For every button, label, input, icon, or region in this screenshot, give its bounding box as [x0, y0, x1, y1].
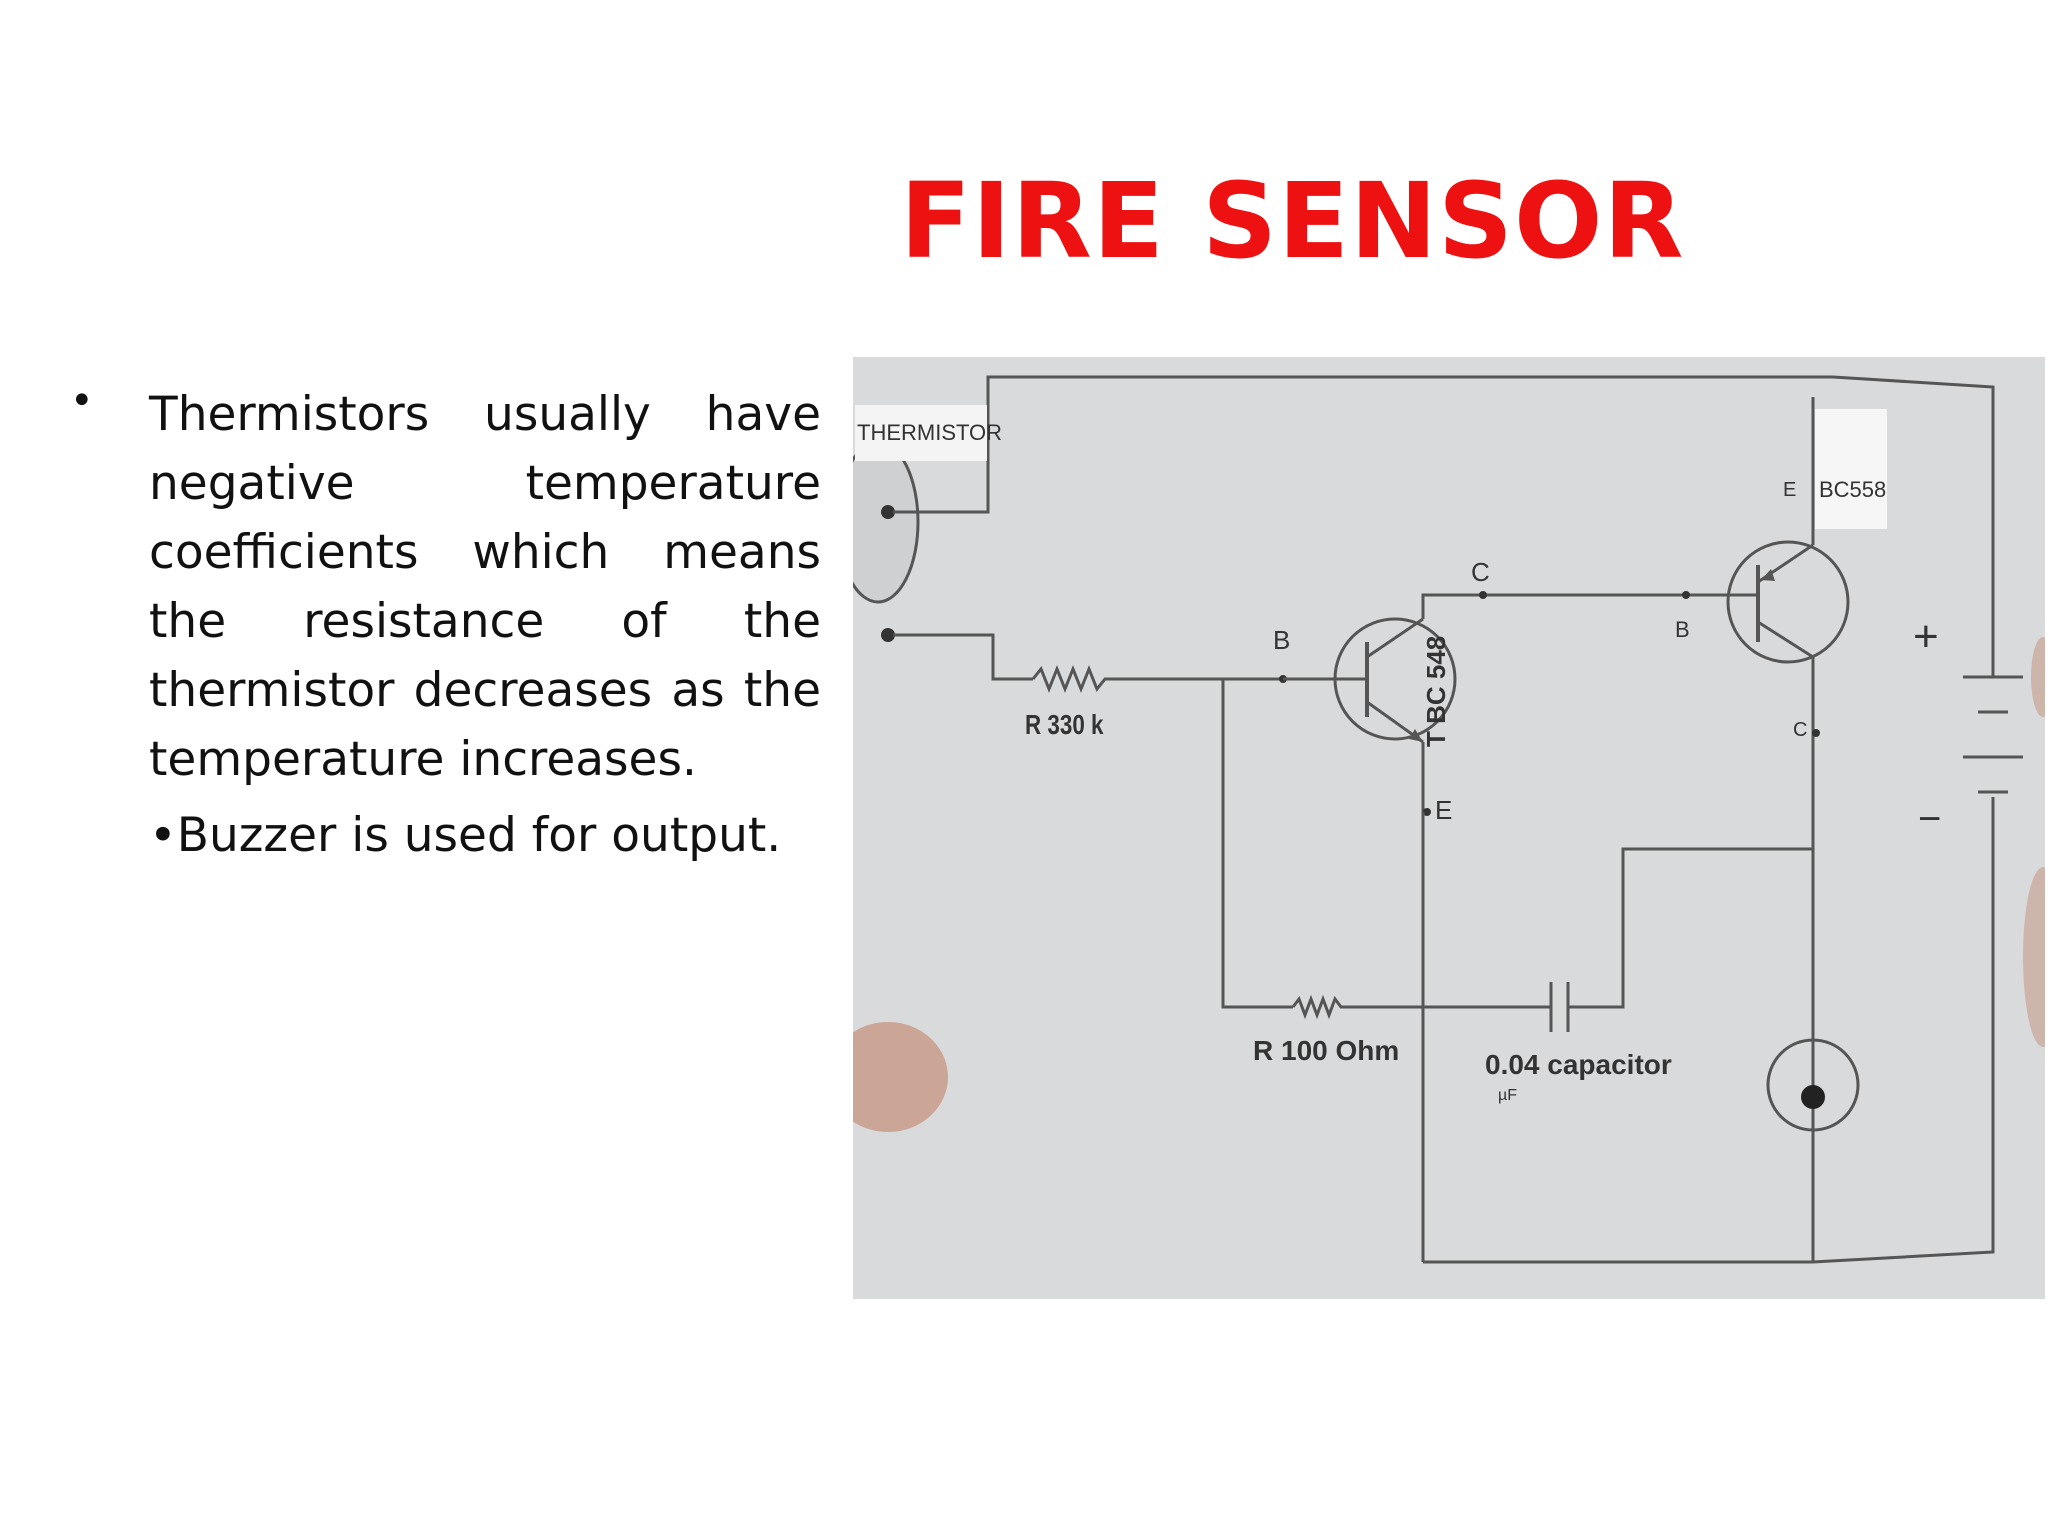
bullet-text-thermistors: Thermistors usually have negative temper…: [149, 387, 821, 787]
base-2-label: B: [1675, 617, 1690, 642]
circuit-diagram: THERMISTOR BC558 R 330 k T BC 548 R 100 …: [853, 357, 2045, 1299]
capacitor-unit-label: µF: [1498, 1087, 1517, 1104]
emitter-1-label: E: [1435, 795, 1453, 825]
thermistor-label: THERMISTOR: [855, 405, 1002, 461]
bullet-marker: •: [70, 378, 94, 424]
bullet-text-buzzer: •Buzzer is used for output.: [149, 808, 782, 863]
r330-label: R 330 k: [1025, 709, 1104, 740]
bc558-label-box: BC558: [1815, 409, 1887, 529]
collector-2-label: C: [1793, 719, 1808, 741]
collector-1-label: C: [1471, 557, 1490, 587]
capacitor-label: 0.04 capacitor: [1485, 1049, 1672, 1080]
base-1-label: B: [1273, 625, 1291, 655]
battery-minus-label: −: [1918, 797, 1942, 841]
tbc548-label: T BC 548: [1421, 635, 1451, 747]
bc558-label: BC558: [1819, 477, 1887, 502]
slide-title: FIRE SENSOR: [900, 160, 1685, 282]
emitter-2-label: E: [1783, 479, 1797, 501]
battery-plus-label: +: [1913, 612, 1939, 661]
r100-label: R 100 Ohm: [1253, 1035, 1400, 1066]
